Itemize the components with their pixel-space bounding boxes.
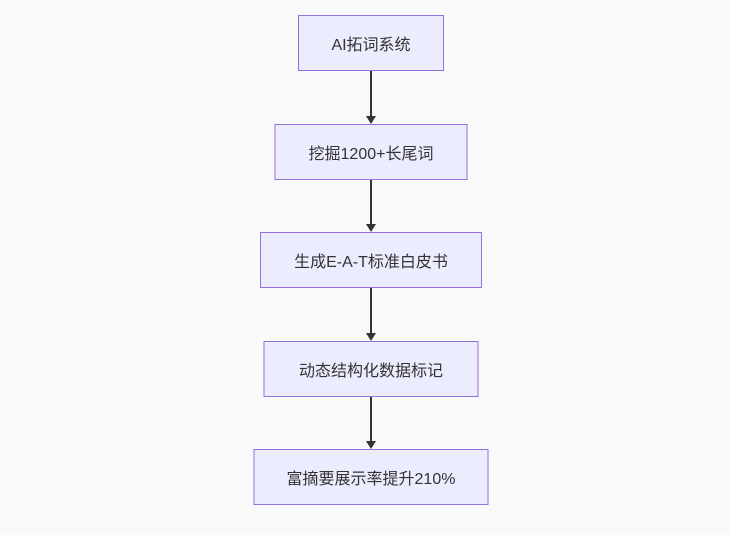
node-label: 动态结构化数据标记	[298, 363, 443, 380]
arrowhead-icon	[366, 116, 376, 124]
flowchart-node-eat-whitepaper: 生成E-A-T标准白皮书	[260, 232, 482, 288]
arrow-line	[370, 288, 372, 334]
flowchart-arrow	[366, 180, 376, 232]
arrowhead-icon	[366, 333, 376, 341]
flowchart-arrow	[366, 71, 376, 124]
flowchart-node-structured-data: 动态结构化数据标记	[263, 341, 479, 397]
flowchart-node-ai-system: AI拓词系统	[298, 15, 444, 71]
node-label: 生成E-A-T标准白皮书	[294, 254, 448, 271]
arrow-line	[370, 71, 372, 117]
arrowhead-icon	[366, 224, 376, 232]
arrow-line	[370, 180, 372, 225]
flowchart-arrow	[366, 288, 376, 341]
node-label: AI拓词系统	[331, 37, 411, 54]
flowchart-node-longtail-keywords: 挖掘1200+长尾词	[274, 124, 468, 180]
arrow-line	[370, 397, 372, 442]
arrowhead-icon	[366, 441, 376, 449]
node-label: 富摘要展示率提升210%	[286, 471, 456, 488]
flowchart-node-rich-snippet-result: 富摘要展示率提升210%	[253, 449, 489, 505]
node-label: 挖掘1200+长尾词	[308, 146, 434, 163]
flowchart-arrow	[366, 397, 376, 449]
